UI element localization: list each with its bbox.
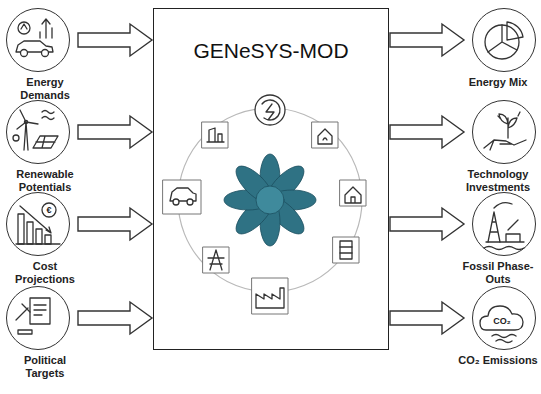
node-caption: Energy Demands xyxy=(3,76,87,101)
block-arrow xyxy=(390,24,464,56)
cost-icon xyxy=(16,203,60,244)
icon-circle: Energy Mix xyxy=(472,8,536,72)
block-arrow xyxy=(78,24,152,56)
renewable-icon xyxy=(13,110,58,150)
icon-text: € xyxy=(46,206,51,215)
node-caption: CO₂ Emissions xyxy=(456,354,540,367)
model-box: GENeSYS-MOD xyxy=(153,8,389,350)
icon-text: CO₂ xyxy=(493,317,511,326)
tech-icon xyxy=(484,112,526,150)
icon-circle: Technology Investments xyxy=(472,100,536,164)
sector-ring xyxy=(163,95,366,314)
block-arrow xyxy=(78,116,152,148)
policy-icon xyxy=(16,298,50,334)
node-caption: Cost Projections xyxy=(3,260,87,285)
icon-circle: Cost Projections xyxy=(6,192,70,256)
node-caption: Energy Mix xyxy=(456,76,540,89)
block-arrow xyxy=(78,208,152,240)
icon-circle: Political Targets xyxy=(6,286,70,350)
icon-circle: Energy Demands xyxy=(6,8,70,72)
icon-circle: Renewable Potentials xyxy=(6,100,70,164)
node-caption: Fossil Phase-Outs xyxy=(456,260,540,285)
node-caption: Political Targets xyxy=(3,354,87,379)
cloud-icon xyxy=(480,306,523,343)
pie-icon xyxy=(485,22,523,59)
block-arrow xyxy=(390,208,464,240)
block-arrow xyxy=(390,302,464,334)
flower-logo xyxy=(224,154,316,246)
model-title: GENeSYS-MOD xyxy=(154,39,388,63)
node-caption: Renewable Potentials xyxy=(3,168,87,193)
block-arrow xyxy=(78,302,152,334)
car-icon xyxy=(16,19,53,57)
block-arrow xyxy=(390,116,464,148)
node-caption: Technology Investments xyxy=(456,168,540,193)
icon-circle: Fossil Phase-Outs xyxy=(472,192,536,256)
oil-rig-icon xyxy=(484,203,524,250)
